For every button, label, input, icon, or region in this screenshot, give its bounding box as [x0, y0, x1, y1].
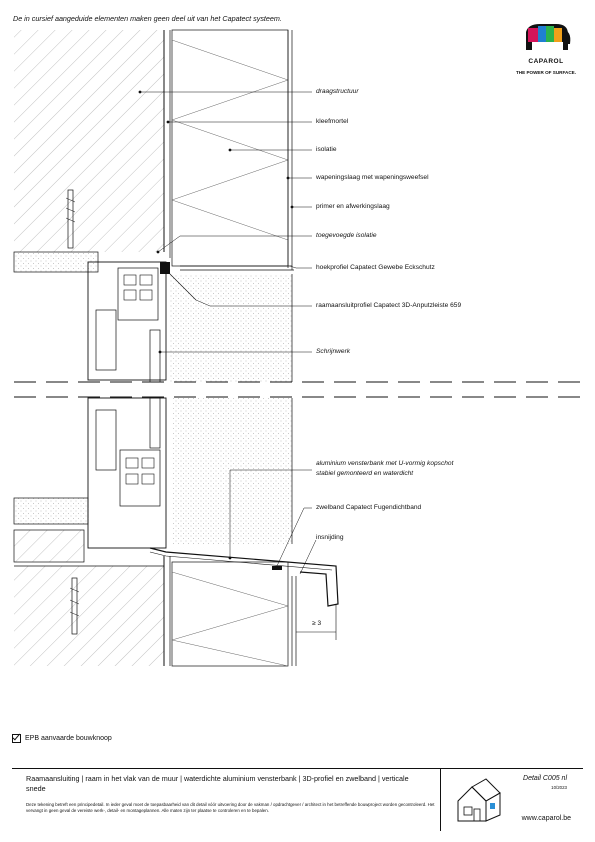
epb-text: EPB aanvaarde bouwknoop	[25, 735, 112, 742]
load-bearing-wall-top	[14, 30, 164, 252]
label-schrijnwerk: Schrijnwerk	[316, 348, 351, 355]
website-link[interactable]: www.caparol.be	[521, 815, 571, 822]
caparol-logo: CAPAROL THE POWER OF SURFACE.	[508, 20, 584, 80]
aluminium-windowsill	[149, 547, 339, 607]
detail-date: 10/2023	[551, 785, 567, 790]
top-note: De in cursief aangeduide elementen maken…	[13, 14, 282, 23]
label-insnijding: insnijding	[316, 534, 344, 541]
insulation-top	[171, 29, 289, 267]
window-frame-bottom	[87, 397, 167, 549]
label-vensterbank-1: aluminium vensterbank met U-vormig kopsc…	[316, 460, 454, 467]
logo-brand: CAPAROL	[528, 58, 564, 65]
load-bearing-wall-bottom	[14, 566, 164, 666]
dimension-label: ≥ 3	[312, 620, 322, 627]
label-toegevoegde-isolatie: toegevoegde isolatie	[316, 232, 377, 239]
house-icon	[457, 778, 501, 822]
checkbox-icon	[12, 734, 21, 743]
logo-tagline: THE POWER OF SURFACE.	[516, 70, 576, 75]
footer-title: Raamaansluiting | raam in het vlak van d…	[26, 774, 409, 793]
label-raamaansluitprofiel: raamaansluitprofiel Capatect 3D-Anputzle…	[316, 302, 462, 309]
label-draagstructuur: draagstructuur	[316, 88, 359, 95]
label-wapeningslaag: wapeningslaag met wapeningsweefsel	[316, 174, 429, 181]
footer-disclaimer: Deze tekening betreft een principedetail…	[26, 802, 435, 813]
label-isolatie: isolatie	[316, 146, 337, 153]
label-zwelband: zwelband Capatect Fugendichtband	[316, 504, 422, 511]
window-frame-top	[87, 261, 167, 381]
elephant-logo-icon	[526, 24, 571, 50]
interior-sill-top	[13, 251, 99, 273]
detail-code: Detail C005 nl	[523, 775, 567, 782]
interior-sill-bottom	[13, 497, 89, 525]
footer: Raamaansluiting | raam in het vlak van d…	[12, 768, 583, 833]
anchor-screw-bottom	[71, 577, 78, 635]
epb-badge: EPB aanvaarde bouwknoop	[12, 734, 112, 743]
label-primer: primer en afwerkingslaag	[316, 203, 390, 210]
label-vensterbank-2: stabiel gemonteerd en waterdicht	[316, 470, 414, 477]
insulation-bottom	[171, 561, 289, 667]
label-kleefmortel: kleefmortel	[316, 118, 349, 125]
section-drawing	[13, 29, 584, 667]
label-hoekprofiel: hoekprofiel Capatect Gewebe Eckschutz	[316, 264, 435, 271]
